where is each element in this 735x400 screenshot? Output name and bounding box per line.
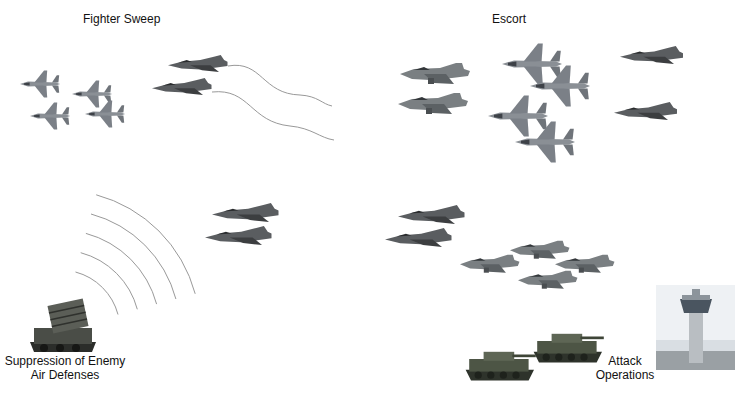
mission-label: Fighter Sweep bbox=[83, 12, 193, 26]
mission-label: Attack Operations bbox=[590, 354, 660, 382]
mission-label: Escort bbox=[492, 12, 572, 26]
mission-label: Suppression of Enemy Air Defenses bbox=[0, 354, 130, 382]
